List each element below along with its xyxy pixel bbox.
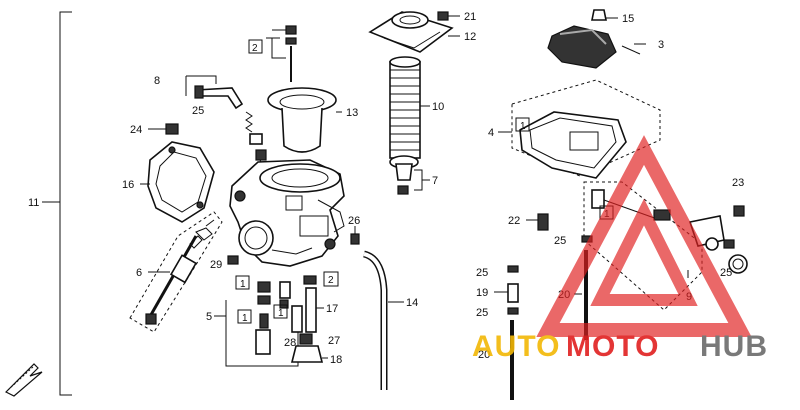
label-11: 11 — [28, 197, 39, 209]
label-22: 22 — [508, 215, 520, 227]
carburetor-body — [229, 159, 345, 267]
label-4: 4 — [488, 127, 494, 139]
watermark: AUTO MOTO HUB — [472, 135, 768, 363]
label-25-lower-b: 25 — [476, 307, 488, 319]
screw-29 — [227, 255, 239, 265]
vacuum-piston-13 — [267, 87, 342, 153]
boxed-labels: 2 2 1 1 1 1 1 — [235, 39, 614, 324]
oring-25-left-top — [507, 265, 519, 273]
label-12: 12 — [464, 31, 476, 43]
spring-10 — [389, 56, 430, 159]
triangle-logo-icon — [536, 135, 752, 337]
screw-21 — [437, 11, 460, 21]
label-8: 8 — [154, 75, 160, 87]
label-13: 13 — [346, 107, 358, 119]
watermark-auto: AUTO — [472, 330, 560, 363]
float-3 — [547, 25, 646, 69]
drain-hose-14 — [362, 250, 404, 390]
watermark-hub: HUB — [700, 330, 768, 363]
label-10: 10 — [432, 101, 444, 113]
label-17: 17 — [326, 303, 338, 315]
top-cap-12 — [368, 11, 460, 53]
float-valve-18 — [290, 333, 328, 363]
screw-24 — [148, 123, 179, 135]
bracket-11 — [42, 11, 72, 396]
jet-19 — [494, 283, 519, 303]
label-24: 24 — [130, 124, 142, 136]
label-29: 29 — [210, 259, 222, 271]
part-labels: 11 8 25 24 16 6 5 29 13 26 17 27 28 18 1… — [28, 11, 744, 366]
box-label-2-top: 2 — [252, 43, 258, 54]
label-25-lower-a: 25 — [476, 267, 488, 279]
drain-screw-17 — [303, 275, 324, 333]
box-label-1-c: 1 — [278, 308, 284, 319]
label-26: 26 — [348, 215, 360, 227]
label-16: 16 — [122, 179, 134, 191]
top-cover-part — [147, 141, 215, 223]
box-label-1-b: 1 — [242, 313, 248, 324]
label-23: 23 — [732, 177, 744, 189]
label-25-right: 25 — [720, 267, 732, 279]
screw-22 — [526, 213, 549, 231]
pilot-screw-6 — [129, 211, 223, 333]
label-5: 5 — [206, 311, 212, 323]
watermark-moto: MOTO — [566, 330, 659, 363]
label-6: 6 — [136, 267, 142, 279]
label-25-mid: 25 — [554, 235, 566, 247]
screw-15 — [591, 9, 618, 21]
label-25-left: 25 — [192, 105, 204, 117]
oring-25-left-bottom — [507, 307, 519, 315]
float-chamber-4 — [498, 79, 661, 179]
label-20-lower: 20 — [478, 349, 490, 361]
pipe-8 — [185, 75, 244, 110]
front-arrow-icon — [4, 363, 43, 397]
clip-26 — [350, 226, 360, 245]
box-label-2-mid: 2 — [328, 275, 334, 286]
label-14: 14 — [406, 297, 418, 309]
label-19: 19 — [476, 287, 488, 299]
label-18: 18 — [330, 354, 342, 366]
label-7: 7 — [432, 175, 438, 187]
needle-jet-7 — [389, 155, 430, 195]
label-28: 28 — [284, 337, 296, 349]
jet-stack-5 — [214, 281, 303, 367]
label-21: 21 — [464, 11, 476, 23]
box-label-1-d: 1 — [520, 121, 526, 132]
label-27: 27 — [328, 335, 340, 347]
jet-needle-2 — [266, 25, 297, 82]
label-3: 3 — [658, 39, 664, 51]
box-label-1-a: 1 — [240, 279, 246, 290]
label-15: 15 — [622, 13, 634, 25]
